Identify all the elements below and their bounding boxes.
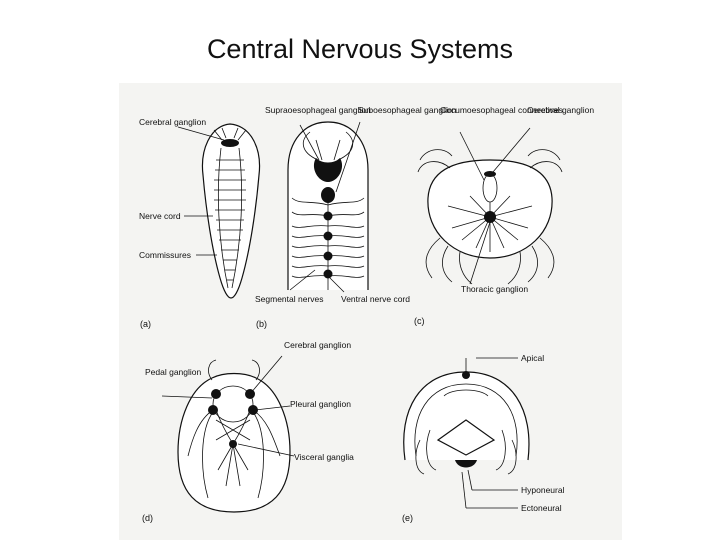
panel-c-crab: Circumoesophageal connectives Cerebral g… — [414, 105, 594, 326]
label-e-ectoneural: Ectoneural — [521, 503, 562, 513]
slide-title: Central Nervous Systems — [206, 34, 514, 64]
panel-label-b: (b) — [256, 319, 267, 329]
flatworm-body — [201, 123, 261, 299]
label-d-cerebral-ganglion: Cerebral ganglion — [284, 340, 351, 350]
label-b-suboesophageal-ganglion: Suboesophageal ganglion — [358, 105, 457, 115]
panel-label-c: (c) — [414, 316, 425, 326]
label-b-segmental-nerves: Segmental nerves — [255, 294, 324, 304]
crab-claws — [417, 149, 563, 173]
flatworm-cerebral-ganglion — [221, 139, 239, 147]
annelid-segmental-nerves — [291, 197, 365, 278]
label-d-visceral-ganglia: Visceral ganglia — [294, 452, 354, 462]
panel-d-mollusc: Cerebral ganglion Pedal ganglion Pleural… — [142, 340, 354, 523]
label-c-circumoesophageal-connectives: Circumoesophageal connectives — [440, 105, 563, 115]
crab-nervous-system — [447, 171, 533, 252]
echinoderm-oral-ring — [455, 460, 477, 468]
label-c-thoracic-ganglion: Thoracic ganglion — [461, 284, 528, 294]
mollusc-peripheral-nerves — [187, 409, 281, 499]
flatworm-nerve-cords — [217, 147, 243, 289]
panel-a-flatworm: Cerebral ganglion Nerve cord Commissures… — [139, 117, 261, 329]
panel-label-d: (d) — [142, 513, 153, 523]
echinoderm-arms — [415, 419, 517, 475]
label-a-commissures: Commissures — [139, 250, 191, 260]
label-b-ventral-nerve-cord: Ventral nerve cord — [341, 294, 410, 304]
label-d-pedal-ganglion: Pedal ganglion — [145, 367, 202, 377]
panel-b-annelid: Supraoesophageal ganglion Suboesophageal… — [255, 105, 457, 329]
label-e-apical: Apical — [521, 353, 544, 363]
label-b-supraoesophageal-ganglion: Supraoesophageal ganglion — [265, 105, 371, 115]
label-a-nerve-cord: Nerve cord — [139, 211, 181, 221]
panel-label-e: (e) — [402, 513, 413, 523]
flatworm-commissures — [214, 159, 246, 281]
panel-e-echinoderm: Apical Hyponeural Ectoneural (e) — [402, 353, 565, 523]
label-a-cerebral-ganglion: Cerebral ganglion — [139, 117, 206, 127]
crab-legs — [425, 237, 555, 285]
panel-label-a: (a) — [140, 319, 151, 329]
label-e-hyponeural: Hyponeural — [521, 485, 565, 495]
label-c-cerebral-ganglion: Cerebral ganglion — [527, 105, 594, 115]
label-d-pleural-ganglion: Pleural ganglion — [290, 399, 351, 409]
echinoderm-apical-ganglion — [462, 371, 470, 379]
